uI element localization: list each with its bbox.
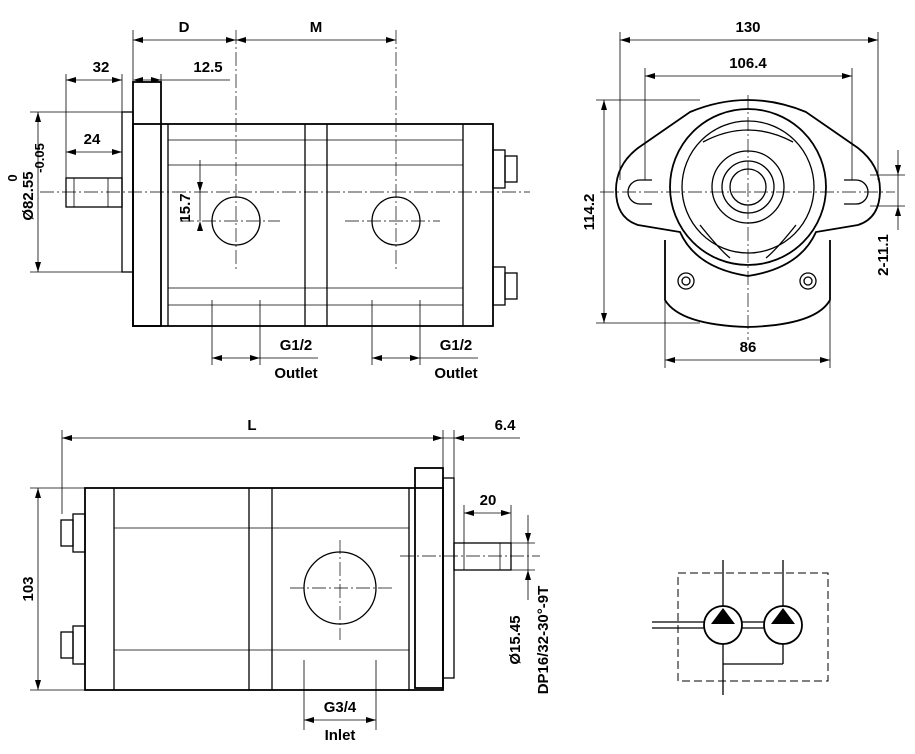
dim-6-4: 6.4	[495, 417, 517, 434]
outlet-2-label: Outlet	[434, 365, 477, 382]
hydraulic-symbol	[652, 560, 829, 695]
bottom-body	[84, 487, 444, 691]
dim-20: 20	[480, 492, 497, 509]
dim-spline: DP16/32-30°-9T	[535, 586, 552, 695]
bottom-shaft	[453, 542, 512, 571]
inlet-thread: G3/4	[324, 699, 357, 716]
dim-2-11-1: 2-11.1	[875, 234, 892, 276]
front-view: D M 32 12.5 24 Ø82.55 0 -0.05 15.7	[5, 19, 530, 382]
dim-86: 86	[740, 339, 757, 356]
dim-M: M	[310, 19, 323, 36]
bottom-view: L 6.4 20 103 Ø15.45 DP16/32-30°-9T	[20, 417, 552, 744]
dim-dia-main: Ø82.55	[20, 171, 37, 220]
dim-103: 103	[20, 576, 37, 601]
dim-32: 32	[93, 59, 110, 76]
front-body	[132, 123, 494, 327]
end-flange	[615, 99, 881, 277]
dim-dia-tol-upper: 0	[5, 174, 20, 181]
bottom-flange	[414, 467, 444, 689]
front-shaft	[65, 177, 123, 208]
outlet-2-thread: G1/2	[440, 337, 473, 354]
dim-shaft-dia: Ø15.45	[507, 615, 524, 664]
outlet-1-thread: G1/2	[280, 337, 313, 354]
dim-24: 24	[84, 131, 101, 148]
symbol-boundary	[677, 572, 829, 682]
end-view: 130 106.4 114.2 2-11.1 86	[581, 19, 905, 368]
dim-106-4: 106.4	[729, 55, 767, 72]
dim-L: L	[247, 417, 256, 434]
inlet-label: Inlet	[325, 727, 356, 744]
outlet-1-label: Outlet	[274, 365, 317, 382]
dim-12-5: 12.5	[193, 59, 222, 76]
front-flange	[132, 81, 162, 327]
dim-130: 130	[735, 19, 760, 36]
dim-114-2: 114.2	[581, 194, 598, 231]
dim-15-7: 15.7	[177, 193, 194, 222]
dim-dia-tol-lower: -0.05	[32, 143, 47, 173]
dim-D: D	[179, 19, 190, 36]
